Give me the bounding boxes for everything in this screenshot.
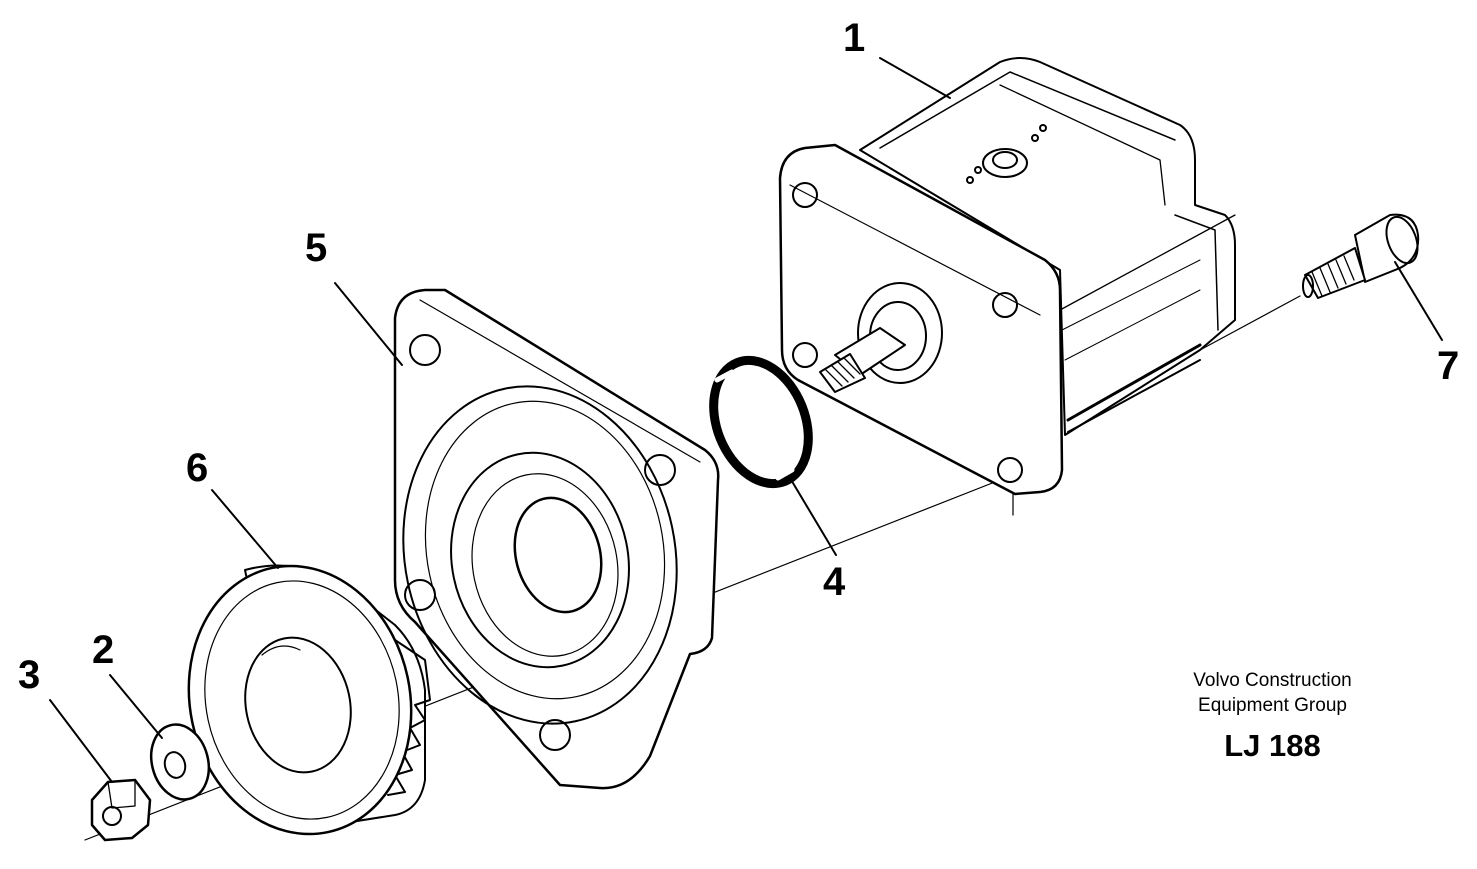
callout-4: 4: [823, 560, 846, 604]
caption-line-1: Volvo Construction: [1193, 670, 1352, 691]
callout-2: 2: [92, 628, 115, 672]
callout-7: 7: [1437, 344, 1460, 388]
publisher-caption: Volvo Construction Equipment Group LJ 18…: [1150, 668, 1395, 764]
socket-head-bolt: [1302, 213, 1420, 299]
callout-6: 6: [186, 446, 209, 490]
flat-washer: [149, 723, 211, 801]
drawing-code: LJ 188: [1224, 728, 1321, 763]
callout-5: 5: [305, 226, 328, 270]
leader-line-7: [1394, 261, 1443, 341]
hydraulic-pump: [778, 57, 1236, 496]
leader-line-4: [789, 477, 837, 556]
leader-line-6: [211, 489, 279, 569]
leader-line-1: [879, 57, 951, 99]
caption-line-2: Equipment Group: [1198, 695, 1347, 716]
o-ring-seal: [709, 355, 813, 489]
leader-line-5: [334, 282, 403, 366]
drive-gear: [187, 564, 431, 836]
callout-1: 1: [843, 16, 866, 60]
mounting-flange: [393, 288, 720, 790]
bolt-axis-line: [1199, 295, 1301, 351]
leader-line-2: [109, 674, 163, 739]
hex-nut: [90, 778, 152, 842]
leader-line-3: [49, 699, 113, 783]
callout-3: 3: [18, 653, 41, 697]
